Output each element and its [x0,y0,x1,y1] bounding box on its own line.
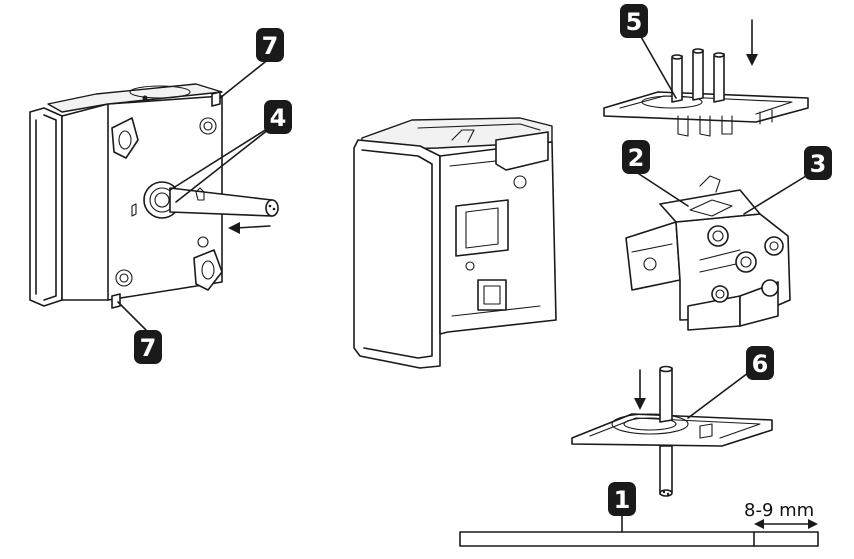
svg-text:5: 5 [626,8,643,36]
callout-7-bottom: 7 [134,330,162,364]
callout-5: 5 [620,4,648,38]
svg-text:3: 3 [810,150,827,178]
strip-length-dimension: 8-9 mm [744,500,818,529]
mounting-lug-bottom [193,249,223,291]
strip-length-label: 8-9 mm [744,500,814,521]
coax-cable-rear [169,187,279,217]
callout-1: 1 [608,482,636,516]
callout-2: 2 [622,140,650,174]
svg-text:2: 2 [628,144,645,172]
cable-strip [459,531,819,547]
callout-4: 4 [264,100,292,134]
callout-3: 3 [804,146,832,180]
socket-mechanism [625,175,791,331]
leader-line-4b [175,121,279,203]
callout-6: 6 [746,346,774,380]
svg-text:1: 1 [614,486,631,514]
insert-arrow-left [228,222,271,234]
mounting-lug-top [111,117,139,159]
insert-arrow-bottom [634,369,646,410]
leader-line-3 [743,175,807,215]
svg-text:7: 7 [262,32,279,60]
top-insulating-plate [603,48,809,137]
bottom-insulating-plate [571,365,773,497]
leader-line-7-bottom [117,301,147,331]
leader-line-2 [635,171,689,207]
leader-line-4 [169,121,279,191]
socket-box-rear [29,83,279,309]
insert-arrow-top [746,19,758,66]
leader-line-7-top [219,57,271,99]
svg-text:4: 4 [270,104,287,132]
leader-line-6 [687,369,753,419]
leader-line-5 [635,27,677,99]
svg-text:7: 7 [140,334,157,362]
socket-front-frame [353,117,557,369]
callout-7-top: 7 [256,28,284,62]
svg-text:6: 6 [752,350,769,378]
